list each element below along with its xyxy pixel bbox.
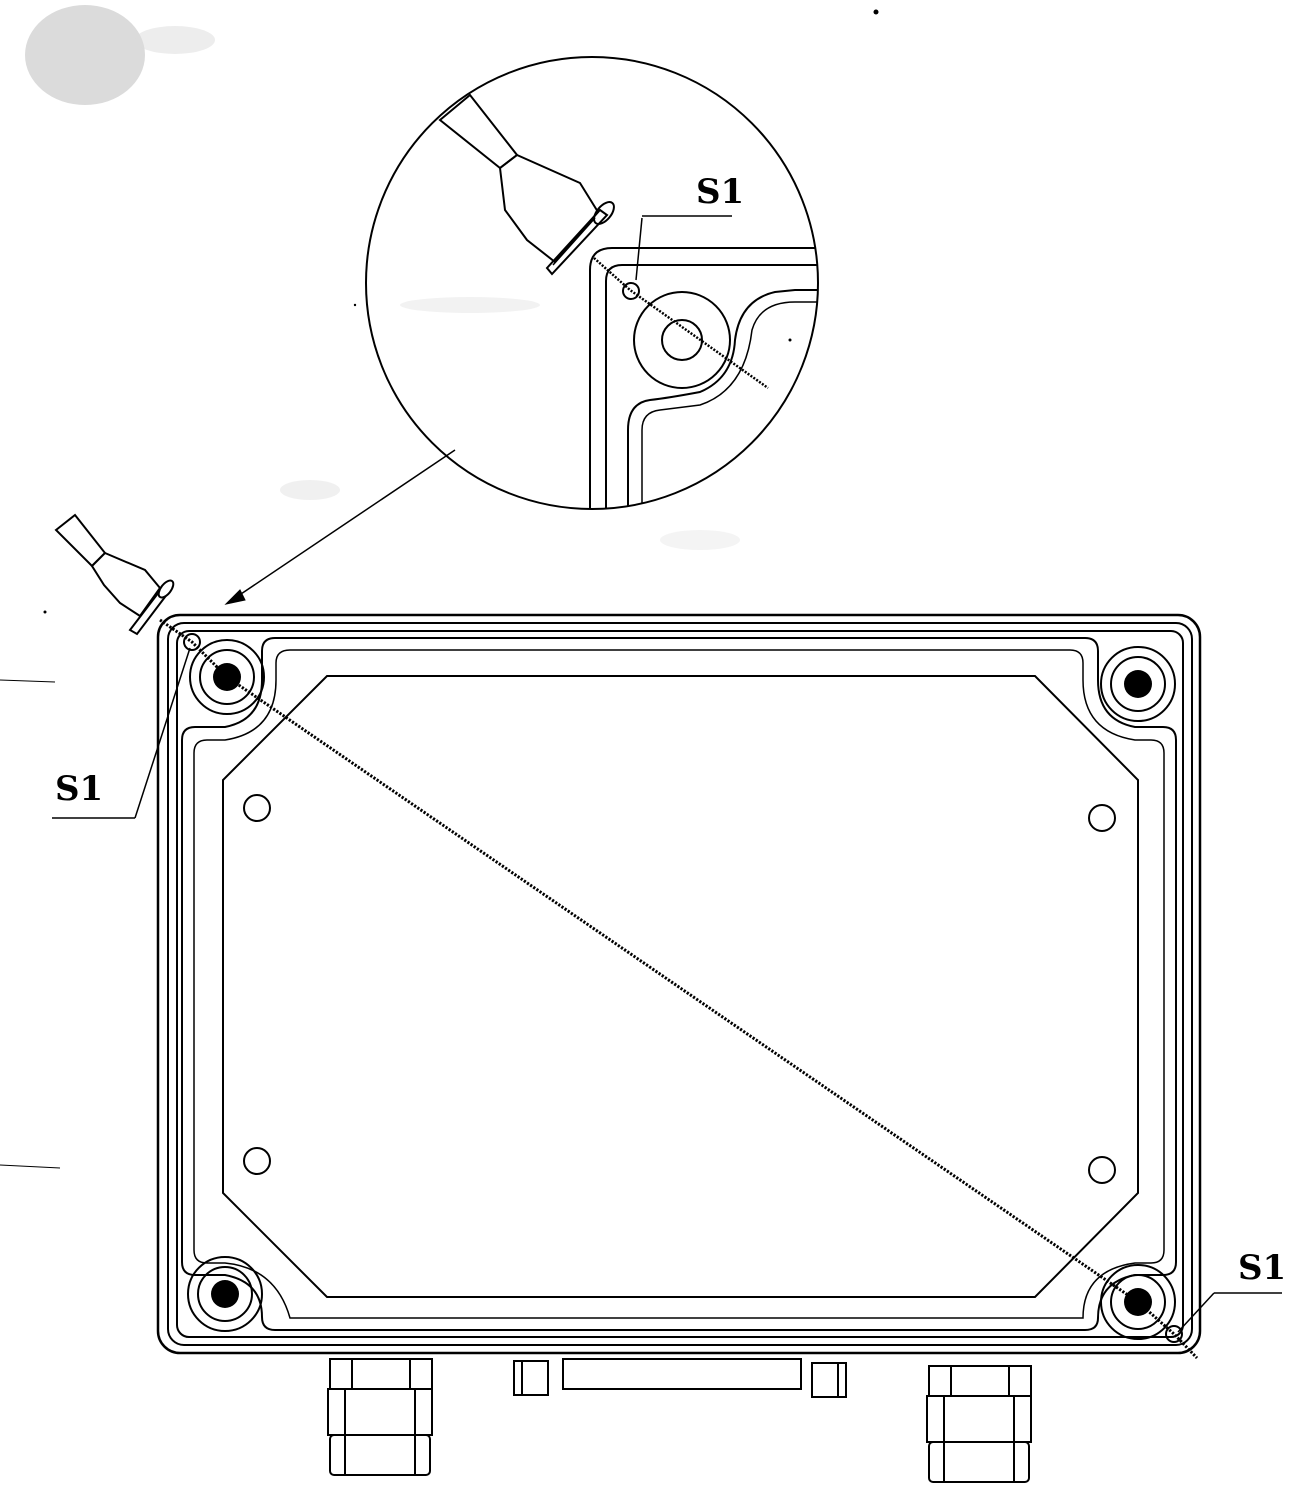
corner-screw-top-right xyxy=(1100,646,1176,722)
detail-screw-boss-outer xyxy=(633,291,731,389)
center-panel xyxy=(222,675,1139,1298)
enclosure-outer-edge xyxy=(156,613,1202,1355)
mounting-hole-bottom-right xyxy=(1088,1156,1116,1184)
seal-label-top-left: S1 xyxy=(55,769,103,809)
seal-hole-bottom-right xyxy=(1165,1325,1183,1343)
detail-leader-line xyxy=(635,217,643,281)
corner-screw-bottom-right xyxy=(1100,1264,1176,1340)
detail-corner-inner xyxy=(605,264,818,509)
detail-seal-lead xyxy=(438,93,615,276)
mounting-hole-top-right xyxy=(1088,804,1116,832)
scan-noise xyxy=(25,5,740,550)
enclosure xyxy=(156,613,1202,1355)
corner-screw-bottom-left xyxy=(187,1256,263,1332)
detail-seal-label: S1 xyxy=(696,172,744,212)
seal-label-bottom-right-leader xyxy=(1177,1292,1282,1333)
seal-hole-top-left xyxy=(183,633,201,651)
detail-pointer-arrow xyxy=(224,449,456,605)
seal-label-bottom-right: S1 xyxy=(1238,1248,1286,1288)
seal-wire xyxy=(159,618,1199,1360)
detail-circle xyxy=(365,56,819,510)
connector-block xyxy=(513,1358,847,1398)
enclosure-lid-rim xyxy=(176,630,1184,1338)
margin-stray-lines xyxy=(0,679,61,1169)
scan-noise-dots xyxy=(43,9,879,614)
seal-lead-top-left xyxy=(54,513,175,636)
detail-corner-outer xyxy=(589,247,818,509)
gasket-channel-inner xyxy=(193,649,1165,1319)
gasket-channel-outer xyxy=(181,637,1177,1331)
detail-gasket-outer xyxy=(627,289,818,509)
cable-gland-right xyxy=(926,1365,1032,1483)
detail-gasket-inner xyxy=(641,301,818,509)
cable-gland-left xyxy=(327,1358,433,1476)
detail-seal-hole xyxy=(622,282,640,300)
detail-magnifier xyxy=(365,56,819,510)
mounting-hole-bottom-left xyxy=(243,1147,271,1175)
detail-seal-wire xyxy=(593,257,769,390)
mounting-hole-top-left xyxy=(243,794,271,822)
seal-label-top-left-leader xyxy=(52,647,191,819)
detail-screw-boss-inner xyxy=(661,319,703,361)
enclosure-lid-edge xyxy=(167,622,1193,1346)
